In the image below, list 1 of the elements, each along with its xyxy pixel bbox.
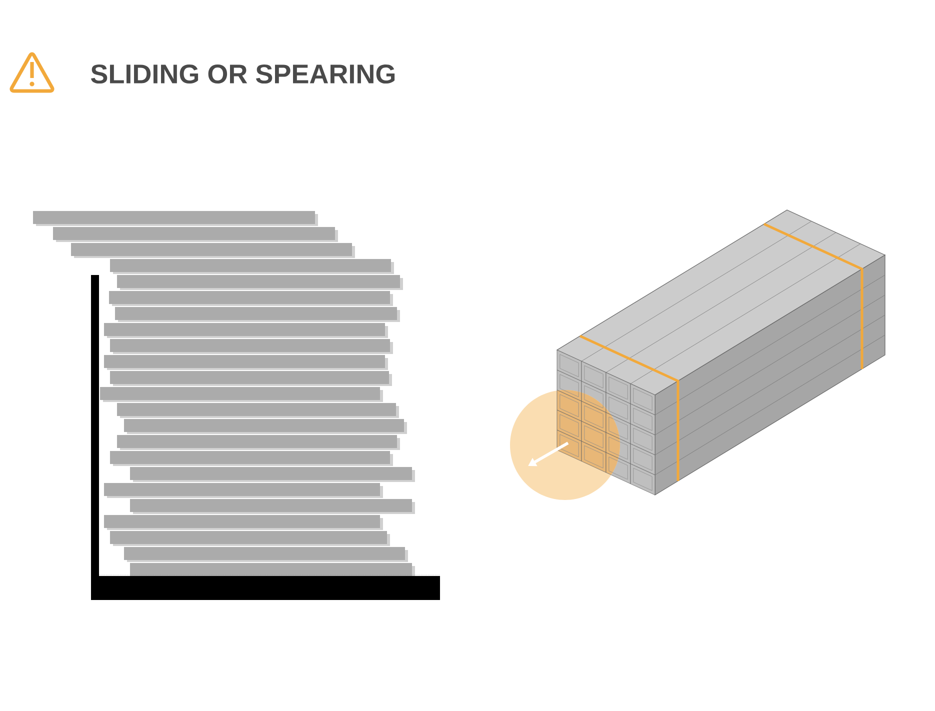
title: SLIDING OR SPEARING	[91, 64, 395, 84]
